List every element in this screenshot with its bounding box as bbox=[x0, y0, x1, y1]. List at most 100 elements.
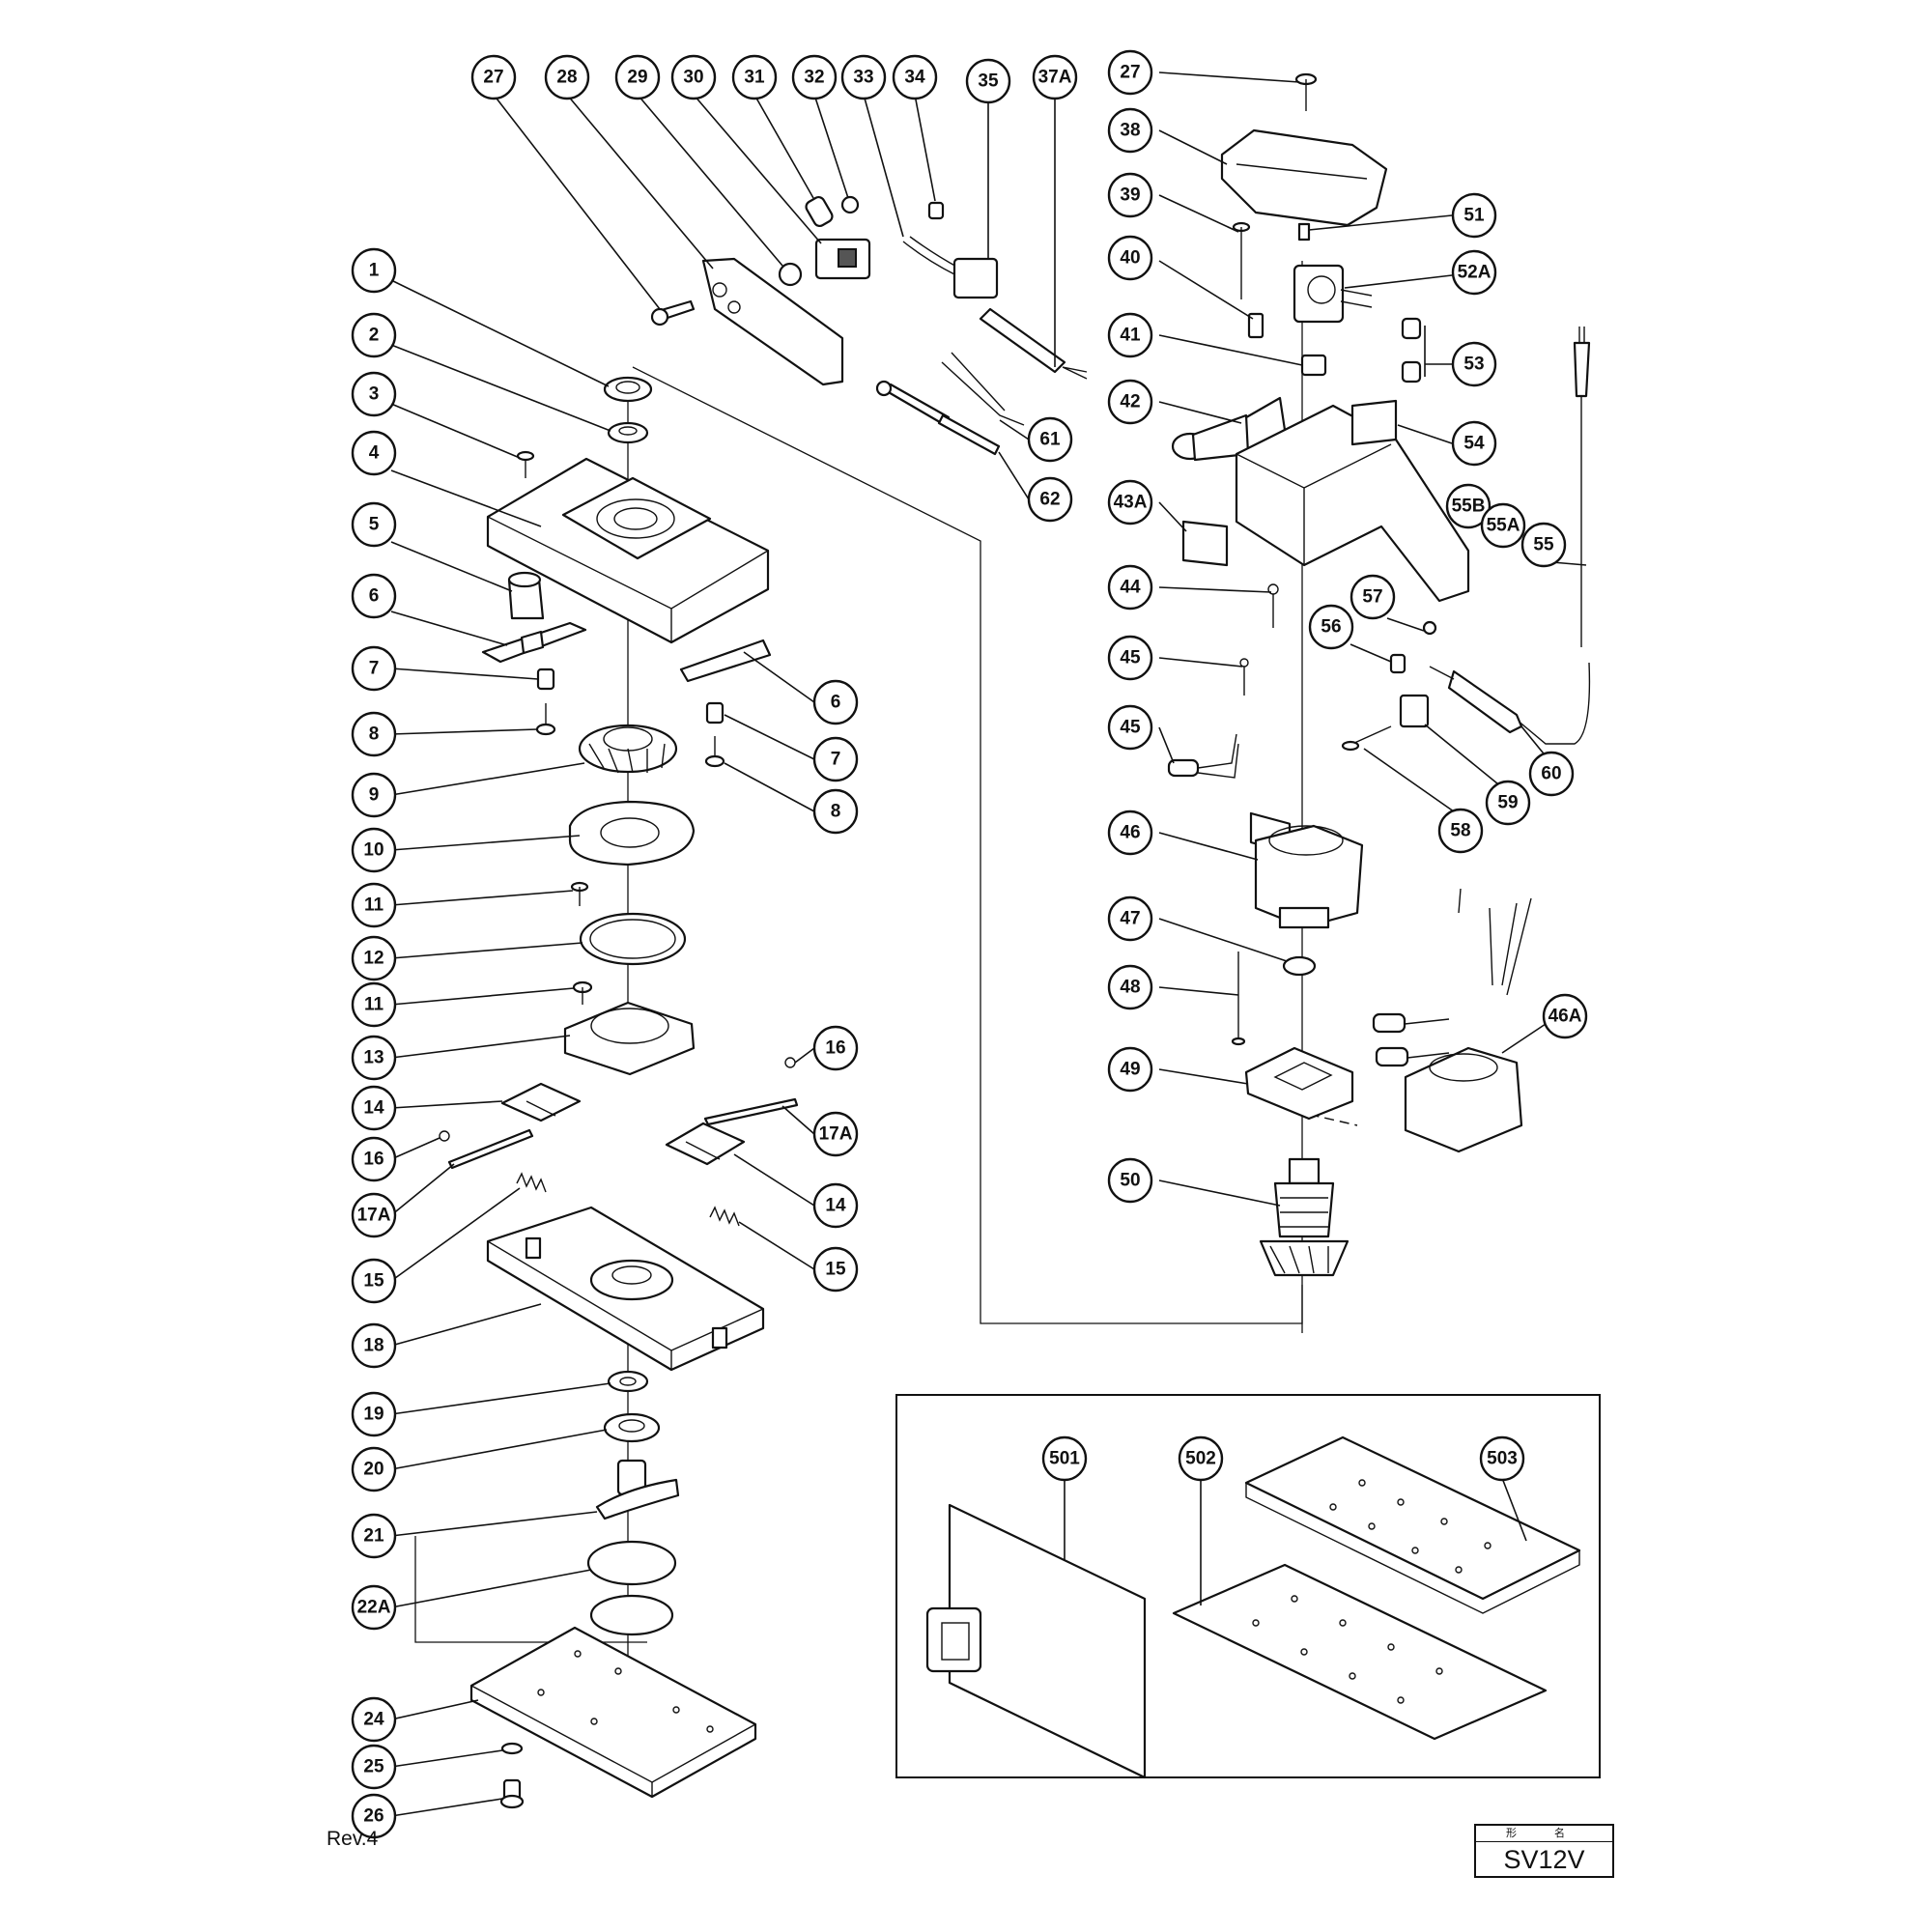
fan-part-9 bbox=[578, 724, 678, 774]
leader-lines bbox=[390, 71, 1587, 1817]
svg-text:17A: 17A bbox=[819, 1124, 853, 1145]
svg-text:42: 42 bbox=[1120, 392, 1140, 412]
svg-text:32: 32 bbox=[804, 68, 824, 88]
callout-21: 21 bbox=[351, 1513, 397, 1559]
callout-54: 54 bbox=[1451, 420, 1497, 467]
svg-text:502: 502 bbox=[1185, 1449, 1216, 1469]
knob-part-5 bbox=[507, 571, 545, 620]
screws-part-8 bbox=[535, 703, 725, 768]
callout-18: 18 bbox=[351, 1322, 397, 1369]
svg-text:15: 15 bbox=[363, 1271, 384, 1292]
svg-text:62: 62 bbox=[1039, 490, 1060, 510]
ring-part-12 bbox=[579, 912, 687, 966]
screw-part-48 bbox=[1231, 952, 1246, 1046]
svg-text:503: 503 bbox=[1487, 1449, 1518, 1469]
callout-45-upper: 45 bbox=[1107, 635, 1153, 681]
svg-text:25: 25 bbox=[363, 1757, 384, 1777]
clamp-part-14-left bbox=[500, 1082, 582, 1122]
svg-text:35: 35 bbox=[978, 71, 999, 92]
field-assembly-part-46A bbox=[1372, 888, 1532, 1153]
callout-9: 9 bbox=[351, 772, 397, 818]
callout-8-right: 8 bbox=[812, 788, 859, 835]
svg-text:2: 2 bbox=[369, 326, 380, 346]
callout-40: 40 bbox=[1107, 235, 1153, 281]
bearing-part-1 bbox=[603, 376, 653, 403]
callout-38: 38 bbox=[1107, 107, 1153, 154]
callout-503: 503 bbox=[1479, 1435, 1525, 1482]
svg-text:55A: 55A bbox=[1487, 516, 1520, 536]
svg-text:6: 6 bbox=[831, 693, 841, 713]
callout-34: 34 bbox=[892, 54, 938, 100]
svg-text:15: 15 bbox=[825, 1260, 846, 1280]
callout-52A: 52A bbox=[1451, 249, 1497, 296]
sanding-paper-part-502 bbox=[1172, 1563, 1548, 1741]
callout-48: 48 bbox=[1107, 964, 1153, 1010]
clamp-parts-58-59 bbox=[1341, 694, 1430, 752]
svg-text:16: 16 bbox=[363, 1150, 384, 1170]
callout-24: 24 bbox=[351, 1696, 397, 1743]
bushings-part-7 bbox=[536, 668, 724, 724]
callout-25: 25 bbox=[351, 1744, 397, 1790]
callout-502: 502 bbox=[1178, 1435, 1224, 1482]
callout-14-left: 14 bbox=[351, 1085, 397, 1131]
callout-16-left: 16 bbox=[351, 1136, 397, 1182]
svg-text:9: 9 bbox=[369, 785, 380, 806]
label-part-54 bbox=[1350, 399, 1398, 446]
svg-text:29: 29 bbox=[627, 68, 647, 88]
callout-6-right: 6 bbox=[812, 679, 859, 725]
svg-text:14: 14 bbox=[825, 1196, 846, 1216]
callout-11-lower: 11 bbox=[351, 981, 397, 1028]
svg-text:8: 8 bbox=[831, 802, 841, 822]
svg-text:11: 11 bbox=[364, 995, 384, 1015]
washer-part-25 bbox=[500, 1742, 524, 1755]
svg-text:45: 45 bbox=[1120, 718, 1141, 738]
svg-text:33: 33 bbox=[853, 68, 873, 88]
callout-7-left: 7 bbox=[351, 645, 397, 692]
part-callouts: 27 28 29 30 31 32 33 34 35 37A 1 2 3 4 5… bbox=[351, 49, 1588, 1839]
lever-part-6-left bbox=[481, 621, 587, 664]
brush-holder-part-52A bbox=[1293, 264, 1373, 324]
svg-text:27: 27 bbox=[1120, 63, 1140, 83]
callout-15-left: 15 bbox=[351, 1258, 397, 1304]
callout-501: 501 bbox=[1041, 1435, 1088, 1482]
field-part-46 bbox=[1254, 824, 1364, 929]
wires-parts-61-62 bbox=[875, 352, 1025, 456]
callout-2: 2 bbox=[351, 312, 397, 358]
small-parts-31-32-34 bbox=[805, 195, 945, 228]
paper-punch-part-501 bbox=[925, 1503, 1147, 1779]
callout-29: 29 bbox=[614, 54, 661, 100]
svg-text:12: 12 bbox=[363, 949, 384, 969]
callout-3: 3 bbox=[351, 371, 397, 417]
callout-33: 33 bbox=[840, 54, 887, 100]
model-number: SV12V bbox=[1503, 1845, 1585, 1874]
svg-text:20: 20 bbox=[363, 1460, 384, 1480]
svg-text:43A: 43A bbox=[1114, 493, 1148, 513]
tube-part-37A bbox=[979, 307, 1088, 380]
svg-text:48: 48 bbox=[1120, 978, 1140, 998]
callout-27-right: 27 bbox=[1107, 49, 1153, 96]
svg-text:31: 31 bbox=[744, 68, 765, 88]
small-parts-56-57 bbox=[1389, 620, 1437, 674]
callout-26: 26 bbox=[351, 1793, 397, 1839]
cord-parts-55-60 bbox=[1429, 327, 1591, 745]
callout-55A: 55A bbox=[1480, 502, 1526, 549]
callout-14-right: 14 bbox=[812, 1182, 859, 1229]
handle-part-28 bbox=[701, 257, 844, 386]
pads-part-22A bbox=[586, 1540, 677, 1636]
callout-56: 56 bbox=[1308, 604, 1354, 650]
callout-13: 13 bbox=[351, 1035, 397, 1081]
screw-part-3 bbox=[516, 450, 535, 478]
callout-55: 55 bbox=[1520, 522, 1567, 568]
callout-55B: 55B bbox=[1445, 483, 1492, 529]
callout-41: 41 bbox=[1107, 312, 1153, 358]
callout-17A-right: 17A bbox=[812, 1111, 859, 1157]
svg-text:54: 54 bbox=[1463, 434, 1485, 454]
armature-part-50 bbox=[1259, 1157, 1350, 1277]
callout-12: 12 bbox=[351, 935, 397, 981]
svg-text:8: 8 bbox=[369, 724, 380, 745]
baffle-part-49 bbox=[1244, 1046, 1354, 1121]
washer-part-19 bbox=[607, 1370, 649, 1393]
svg-text:5: 5 bbox=[369, 515, 380, 535]
holder-part-13 bbox=[563, 1001, 696, 1076]
svg-text:39: 39 bbox=[1120, 185, 1140, 206]
